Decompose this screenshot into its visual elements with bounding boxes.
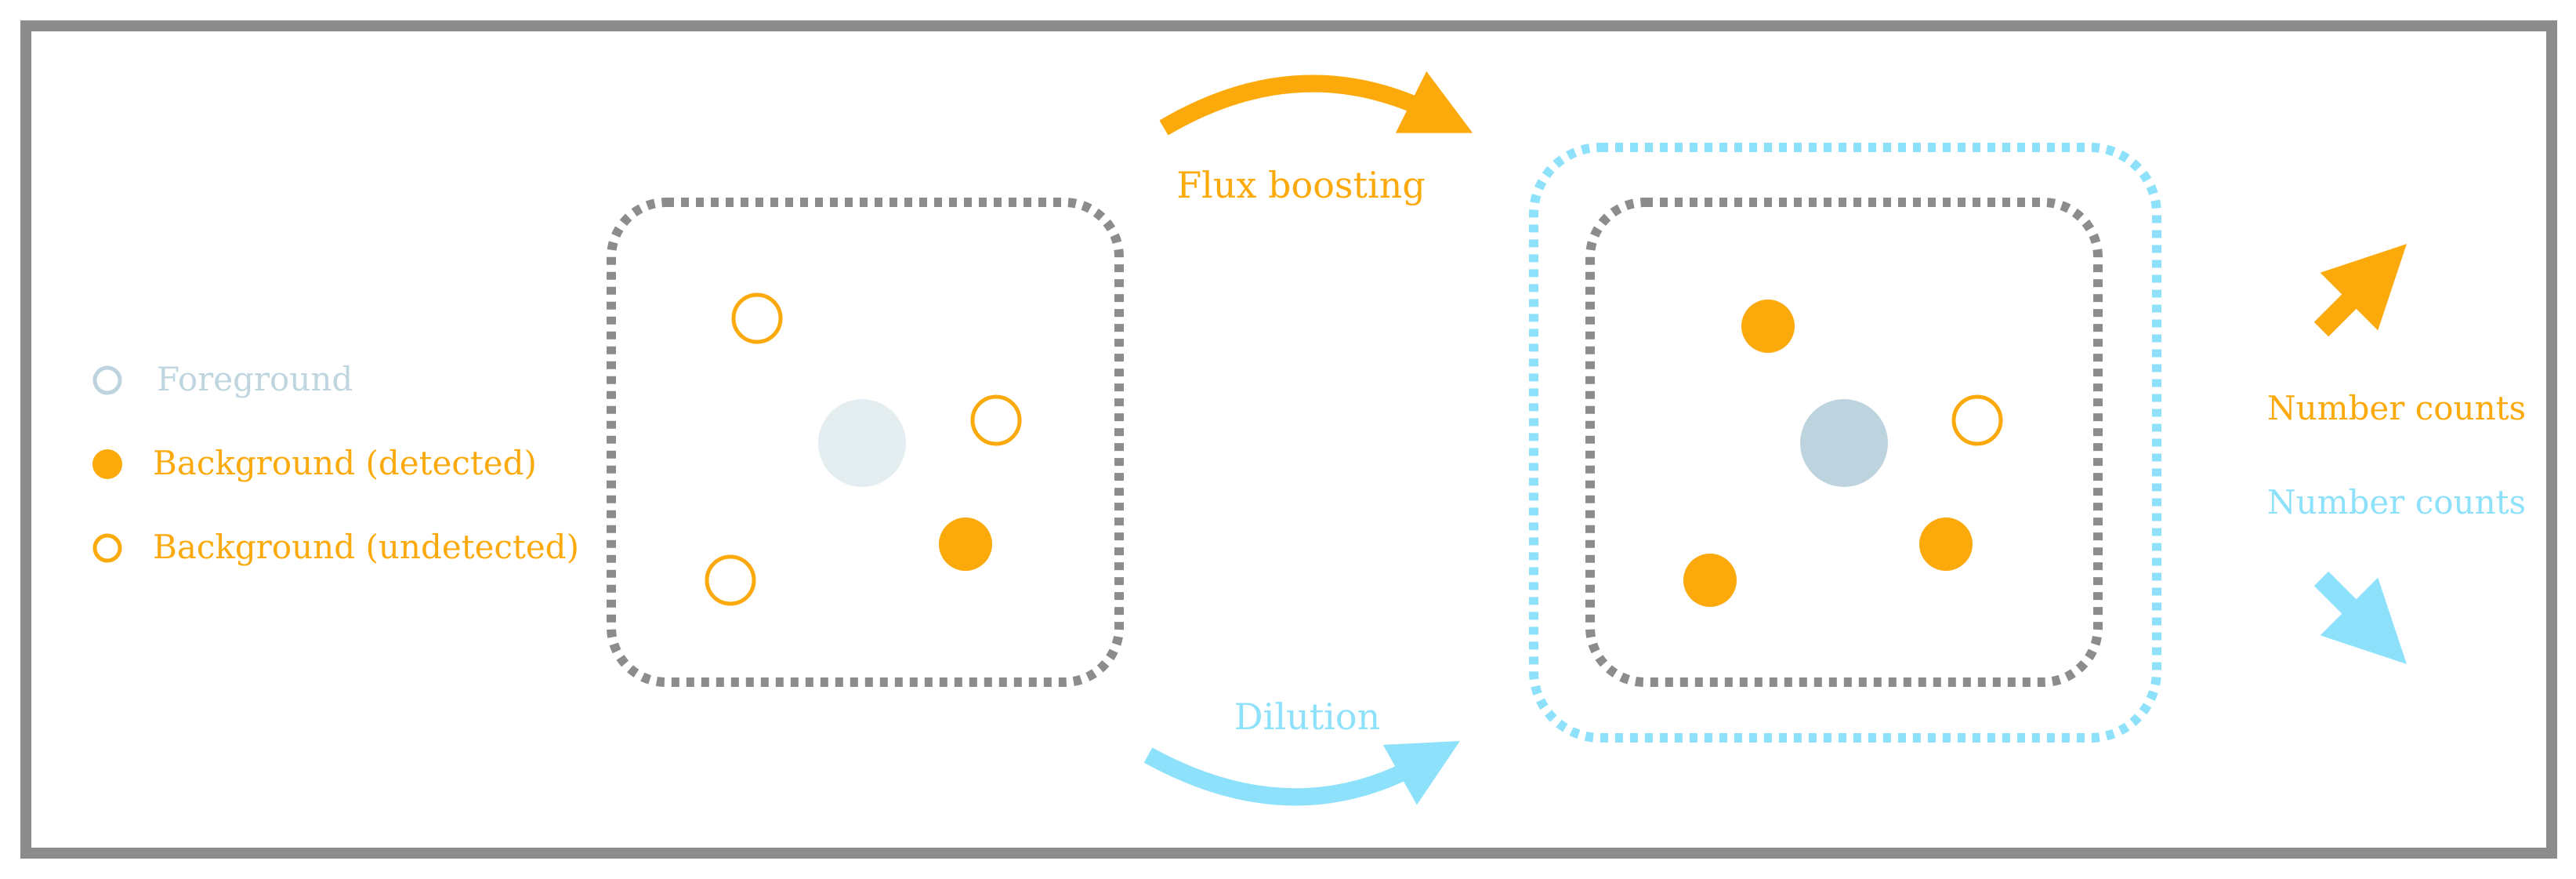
aperture-box <box>607 198 1124 687</box>
background-undetected-source <box>705 554 756 606</box>
background-detected-source <box>939 518 992 571</box>
dilution-arrow-curve <box>1143 741 1460 806</box>
number-counts-decrease: Number counts <box>2267 483 2526 664</box>
foreground-source <box>818 399 906 487</box>
legend-foreground-label: Foreground <box>157 360 353 398</box>
foreground-source <box>1800 399 1888 487</box>
background-detected-source <box>1683 554 1737 607</box>
legend: Foreground Background (detected) Backgro… <box>92 360 579 566</box>
number-counts-up-label: Number counts <box>2267 389 2526 427</box>
dilution-arrow: Dilution <box>1143 696 1460 806</box>
legend-background-undetected-label: Background (undetected) <box>153 528 579 566</box>
flux-boosting-label: Flux boosting <box>1176 164 1426 206</box>
background-undetected-source <box>970 394 1022 446</box>
dilution-label: Dilution <box>1234 696 1380 738</box>
background-undetected-source <box>1951 394 2003 446</box>
legend-foreground-icon <box>92 365 122 395</box>
arrow-down-right-icon <box>2313 571 2407 664</box>
legend-background-undetected-icon <box>92 533 122 563</box>
arrow-up-right-icon <box>2313 244 2407 337</box>
number-counts-down-label: Number counts <box>2267 483 2526 521</box>
flux-boosting-arrow: Flux boosting <box>1159 71 1473 206</box>
panel-before <box>607 198 1124 687</box>
legend-background-detected-label: Background (detected) <box>153 444 537 482</box>
aperture-box <box>1585 198 2103 687</box>
outer-frame <box>20 20 2557 859</box>
flux-boosting-arrow-curve <box>1159 71 1473 136</box>
panel-after <box>1529 143 2161 743</box>
background-detected-source <box>1741 300 1795 353</box>
background-undetected-source <box>731 292 783 344</box>
diluted-aperture-box <box>1529 143 2161 743</box>
number-counts-increase: Number counts <box>2267 244 2526 427</box>
legend-background-detected-icon <box>92 449 122 479</box>
background-detected-source <box>1919 518 1973 571</box>
